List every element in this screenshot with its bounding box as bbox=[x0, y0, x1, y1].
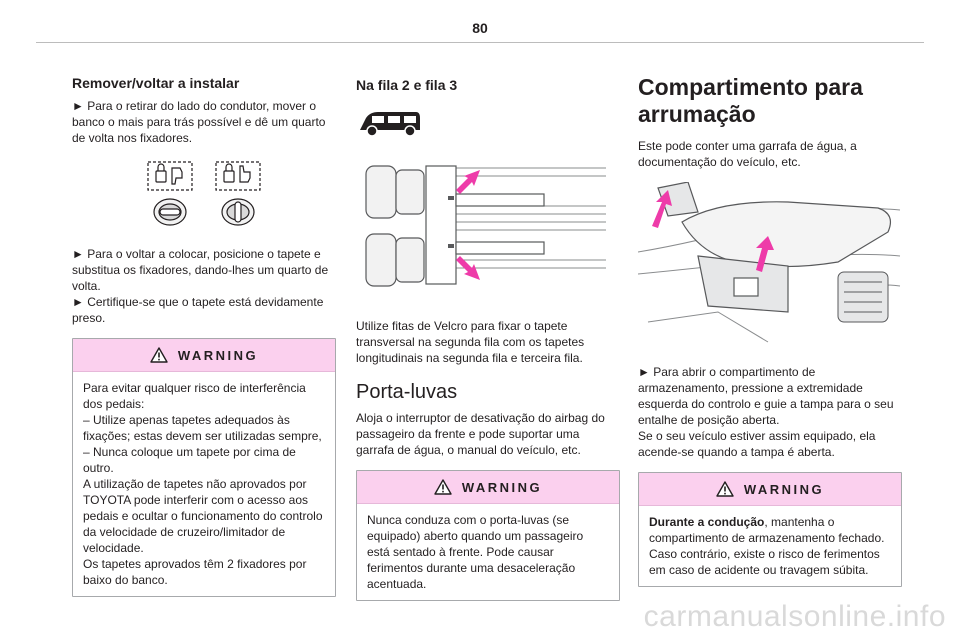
warning-box-pedals: WARNING Para evitar qualquer risco de in… bbox=[72, 338, 336, 597]
warning-body: Nunca conduza com o porta-luvas (se equi… bbox=[357, 504, 619, 600]
floor-mats-diagram bbox=[365, 165, 606, 287]
storage-compartment bbox=[697, 255, 789, 313]
section-heading-rows: Na fila 2 e fila 3 bbox=[356, 77, 458, 93]
lock-unlock-icon bbox=[147, 161, 193, 191]
light-text: Se o seu veículo estiver assim equipado,… bbox=[638, 429, 876, 459]
fixer-illustration bbox=[72, 154, 336, 234]
footer-watermark: carmanualsonline.info bbox=[643, 600, 946, 633]
warning-header: WARNING bbox=[73, 339, 335, 372]
warning-title: WARNING bbox=[461, 479, 543, 495]
warning-title: WARNING bbox=[743, 481, 825, 497]
warning-line: Os tapetes aprovados têm 2 fixadores por… bbox=[83, 557, 307, 587]
column-storage: Compartimento para arrumação Este pode c… bbox=[638, 74, 902, 587]
section-heading-remove: Remover/voltar a instalar bbox=[72, 75, 240, 91]
warning-title: WARNING bbox=[177, 347, 259, 363]
velcro-text: Utilize fitas de Velcro para fixar o tap… bbox=[356, 319, 585, 365]
warning-line: A utilização de tapetes não aprovados po… bbox=[83, 477, 323, 555]
page-number: 80 bbox=[472, 20, 488, 36]
mat-longitudinal bbox=[425, 165, 545, 285]
glovebox-text: Aloja o interruptor de desativação do ai… bbox=[356, 411, 605, 457]
step-refit: ► Para o voltar a colocar, posicione o t… bbox=[72, 247, 329, 293]
warning-triangle-icon bbox=[150, 347, 168, 363]
warning-box-storage: WARNING Durante a condução, mantenha o c… bbox=[638, 472, 902, 587]
fixer-closed-icon bbox=[221, 198, 255, 226]
vent-right bbox=[837, 271, 889, 323]
warning-box-glovebox: WARNING Nunca conduza com o porta-luvas … bbox=[356, 470, 620, 601]
warning-line: Para evitar qualquer risco de interferên… bbox=[83, 381, 306, 411]
warning-triangle-icon bbox=[716, 481, 734, 497]
fixer-icons bbox=[147, 161, 261, 226]
dashboard-storage-diagram bbox=[638, 182, 901, 343]
warning-header: WARNING bbox=[357, 471, 619, 504]
warning-body: Para evitar qualquer risco de interferên… bbox=[73, 372, 335, 596]
lock-lock-icon bbox=[215, 161, 261, 191]
warning-header: WARNING bbox=[639, 473, 901, 506]
section-heading-storage-2: arrumação bbox=[638, 101, 756, 127]
warning-text: Nunca conduza com o porta-luvas (se equi… bbox=[367, 513, 584, 591]
section-heading-glovebox: Porta-luvas bbox=[356, 381, 458, 403]
section-heading-storage-1: Compartimento para bbox=[638, 74, 863, 100]
storage-intro: Este pode conter uma garrafa de água, a … bbox=[638, 139, 857, 169]
dashboard-top bbox=[657, 182, 891, 268]
velcro-marks bbox=[448, 196, 454, 248]
column-remove-refit: Remover/voltar a instalar ► Para o retir… bbox=[72, 70, 336, 597]
column-rows-glovebox: Na fila 2 e fila 3 bbox=[356, 76, 620, 601]
van-seats-icon bbox=[360, 112, 420, 137]
fixer-open-icon bbox=[153, 198, 187, 226]
step-check: ► Certifique-se que o tapete está devida… bbox=[72, 295, 324, 325]
warning-triangle-icon bbox=[434, 479, 452, 495]
warning-text: Durante a condução, mantenha o compartim… bbox=[649, 514, 891, 578]
pink-arrow-icon bbox=[456, 170, 480, 280]
header-divider bbox=[36, 42, 924, 43]
open-instruction: ► Para abrir o compartimento de armazena… bbox=[638, 365, 894, 427]
warning-body: Durante a condução, mantenha o compartim… bbox=[639, 506, 901, 586]
warning-bold: Durante a condução bbox=[649, 515, 765, 529]
warning-line: – Utilize apenas tapetes adequados às fi… bbox=[83, 413, 322, 443]
seat-left bbox=[365, 165, 425, 287]
step-remove: ► Para o retirar do lado do condutor, mo… bbox=[72, 99, 326, 145]
warning-rest: , mantenha o compartimento de armazename… bbox=[649, 515, 885, 577]
pink-arrow-icon bbox=[652, 190, 774, 272]
warning-line: – Nunca coloque um tapete por cima de ou… bbox=[83, 445, 296, 475]
